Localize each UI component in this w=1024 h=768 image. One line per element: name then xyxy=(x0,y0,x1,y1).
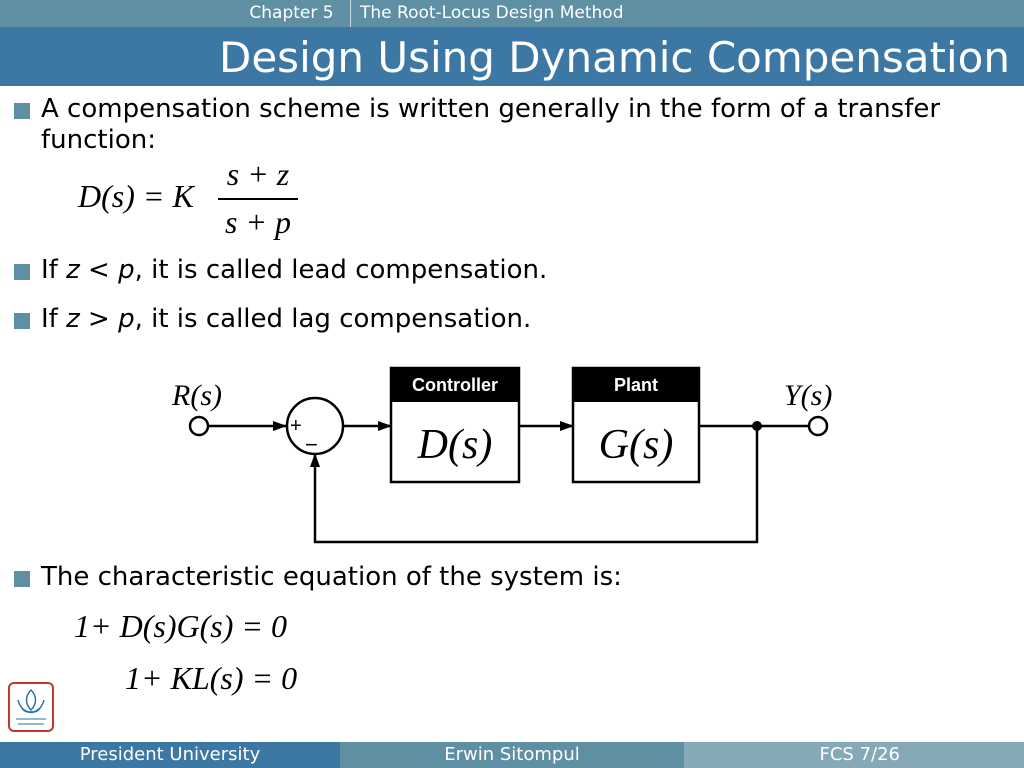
plant-header-label: Plant xyxy=(614,375,658,395)
slide-title: Design Using Dynamic Compensation xyxy=(219,33,1010,82)
chapter-bar: Chapter 5 The Root-Locus Design Method xyxy=(0,0,1024,27)
bullet-text: The characteristic equation of the syste… xyxy=(41,562,622,592)
plant-transfer-function: G(s) xyxy=(599,422,674,468)
bullet-square-icon xyxy=(14,571,30,587)
input-terminal xyxy=(188,415,210,437)
output-label: Y(s) xyxy=(784,379,832,412)
bullet-lag-compensation: If z > p, it is called lag compensation. xyxy=(14,304,531,335)
title-bar: Design Using Dynamic Compensation xyxy=(0,27,1024,86)
input-label: R(s) xyxy=(171,379,222,412)
bullet-square-icon xyxy=(14,103,30,119)
chapter-label: Chapter 5 xyxy=(233,0,351,27)
characteristic-equation-2: 1+ KL(s) = 0 xyxy=(125,660,298,696)
bullet-square-icon xyxy=(14,264,30,280)
characteristic-equation-1: 1+ D(s)G(s) = 0 xyxy=(74,608,287,644)
bullet-lead-compensation: If z < p, it is called lead compensation… xyxy=(14,255,547,286)
controller-header xyxy=(391,368,519,402)
bullet-characteristic-equation: The characteristic equation of the syste… xyxy=(14,562,622,593)
compensator-equation: D(s) = K s + z s + p xyxy=(78,156,308,244)
output-terminal xyxy=(807,415,829,437)
footer-page-number: FCS 7/26 xyxy=(684,742,1024,768)
bullet-text: A compensation scheme is written general… xyxy=(41,94,941,155)
equation-numerator: s + z xyxy=(226,156,290,192)
equation-lhs: D(s) = K xyxy=(78,178,194,214)
minus-sign: − xyxy=(305,432,318,457)
bullet-square-icon xyxy=(14,313,30,329)
footer-author: Erwin Sitompul xyxy=(340,742,684,768)
plant-header xyxy=(573,368,699,402)
bullet-transfer-function: A compensation scheme is written general… xyxy=(14,94,1004,156)
plus-sign: + xyxy=(290,415,302,437)
footer-university: President University xyxy=(0,742,340,768)
footer: President University Erwin Sitompul FCS … xyxy=(0,742,1024,768)
feedback-path xyxy=(310,426,759,544)
controller-transfer-function: D(s) xyxy=(417,422,493,468)
controller-header-label: Controller xyxy=(412,375,498,395)
subject-label: The Root-Locus Design Method xyxy=(360,3,624,23)
university-logo-icon xyxy=(8,682,54,732)
equation-denominator: s + p xyxy=(224,204,292,240)
fraction-bar xyxy=(218,198,298,200)
